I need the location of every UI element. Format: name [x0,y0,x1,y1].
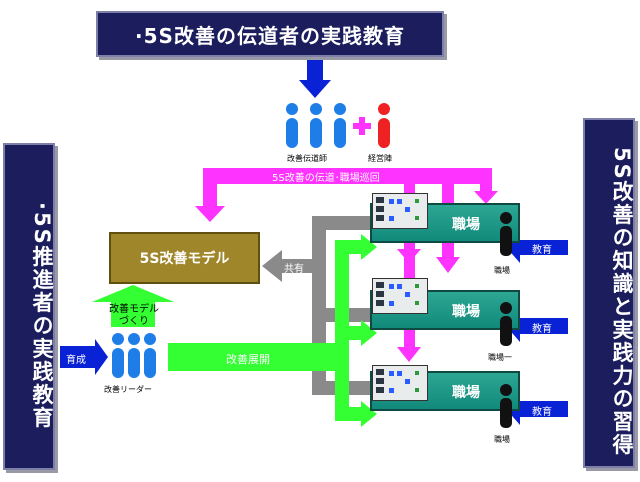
right-panel-text: 5S改善の知識と実践力の習得 [610,147,634,457]
people-group-top [286,103,390,148]
education-arrows [506,232,568,425]
education-label: 教育 [532,245,552,256]
education-label: 教育 [532,407,552,418]
deployment-label: 改善展開 [226,353,270,366]
model-making-label: 改善モデル づくり [109,304,159,327]
workplace-label: 職場 [452,304,480,320]
leader-label: 改善リーダー [104,385,152,394]
share-label: 共有 [284,264,304,275]
worker-label: 職場 [494,435,510,444]
person-body [286,118,298,148]
propagation-label: 5S改善の伝道･職場巡回 [272,173,380,184]
training-arrow [60,339,108,375]
right-panel: 5S改善の知識と実践力の習得 [583,118,635,468]
person-icon [144,333,156,345]
education-label: 教育 [532,324,552,335]
machine-icon [372,278,428,314]
machine-icon [372,193,428,229]
training-label: 育成 [66,355,86,366]
evangelist-label: 改善伝道師 [287,154,327,163]
person-body [334,118,346,148]
model-box-text: 5S改善モデル [139,251,230,267]
worker-icon [500,302,512,314]
left-panel-text: ·5S推進者の実践教育 [30,201,54,430]
manager-icon [378,103,390,115]
workplace-label: 職場 [452,385,480,401]
person-icon [112,333,124,345]
person-icon [310,103,322,115]
person-body [310,118,322,148]
worker-icon [500,212,512,224]
title-text: ·5S改善の伝道者の実践教育 [135,23,405,48]
person-icon [128,333,140,345]
worker-icon [500,384,512,396]
person-icon [286,103,298,115]
top-down-arrow [299,60,331,98]
deployment-arrows [92,234,377,427]
machine-icon [372,365,428,401]
management-label: 経営陣 [368,154,392,163]
workplace-label: 職場 [452,217,480,233]
worker-label: 職場 [494,266,510,275]
left-panel: ·5S推進者の実践教育 [3,143,55,470]
title-banner: ·5S改善の伝道者の実践教育 [96,11,444,57]
model-box: 5S改善モデル [109,232,260,284]
leader-group [112,333,156,378]
worker-label: 職場一 [488,353,512,362]
worker-icons [500,212,512,428]
person-icon [334,103,346,115]
